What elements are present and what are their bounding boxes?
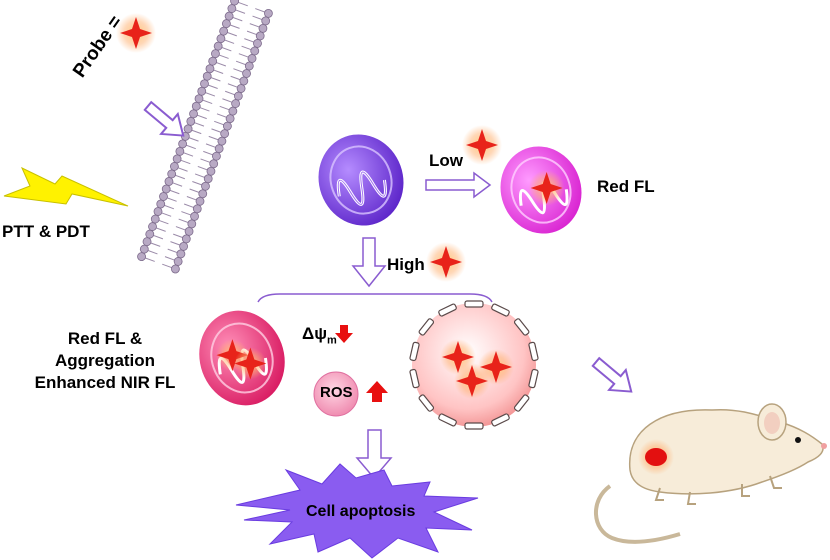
ros-label: ROS — [320, 384, 353, 401]
delta-psi-label: Δψm — [302, 324, 337, 347]
cell-membrane-segment — [409, 341, 420, 362]
cell-membrane-segment — [438, 413, 457, 427]
hollow-arrow-icon — [425, 171, 492, 199]
mitochondrion-icon — [500, 146, 582, 234]
red-fl-agg-line-2: Aggregation — [54, 351, 156, 370]
lipid-head — [230, 0, 240, 6]
down-arrow-icon — [335, 325, 353, 343]
starburst-icon — [235, 463, 479, 559]
star-icon — [426, 242, 466, 282]
cell-membrane-segment — [418, 318, 435, 336]
apoptosis-label: Cell apoptosis — [306, 503, 416, 520]
red-fl-label: Red FL — [597, 177, 655, 196]
cell-membrane-segment — [513, 394, 530, 412]
star-probe-icon — [116, 13, 156, 53]
cell-membrane-segment — [491, 303, 510, 317]
lightning-icon — [3, 166, 129, 207]
cell-icon — [409, 300, 539, 430]
ptt-pdt-label: PTT & PDT — [2, 222, 90, 241]
hollow-arrow-icon — [351, 237, 387, 288]
star-icon — [462, 125, 502, 165]
bracket-line — [257, 293, 493, 303]
cell-membrane-segment — [528, 341, 539, 362]
hollow-arrow-icon — [355, 429, 393, 480]
hollow-arrow-icon — [143, 100, 185, 137]
mouse-icon — [594, 403, 827, 544]
red-fl-agg-line-3: Enhanced NIR FL — [34, 373, 176, 392]
cell-membrane-segment — [409, 368, 420, 389]
up-arrow-icon — [366, 381, 388, 402]
cell-membrane-segment — [491, 413, 510, 427]
tumor-spot — [645, 448, 667, 466]
mitochondrion-icon — [199, 310, 285, 406]
delta-psi-sub: m — [327, 334, 337, 347]
cell-membrane-segment — [438, 303, 457, 317]
hollow-arrow-icon — [591, 356, 633, 393]
lipid-head — [264, 8, 273, 18]
cell-membrane-segment — [528, 368, 539, 389]
cell-membrane-segment — [464, 422, 484, 430]
low-label: Low — [429, 151, 463, 170]
cell-membrane-segment — [513, 318, 530, 336]
cell-membrane-segment — [418, 394, 435, 412]
high-label: High — [387, 255, 425, 274]
cell-membrane-segment — [464, 300, 484, 308]
membrane-icon — [134, 0, 276, 275]
mitochondrion-icon — [318, 134, 404, 226]
red-fl-aggregation-label: Red FL & Aggregation Enhanced NIR FL — [10, 328, 200, 394]
red-fl-agg-line-1: Red FL & — [67, 329, 143, 348]
ros-circle — [313, 371, 359, 417]
delta-psi-text: Δψ — [302, 324, 328, 343]
